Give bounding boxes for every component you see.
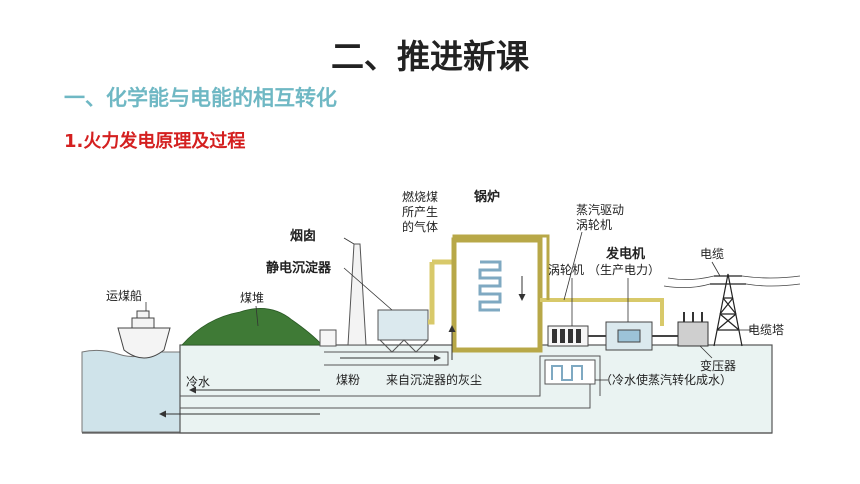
label-steam-1: 蒸汽驱动 (576, 202, 624, 217)
label-precipitator: 静电沉淀器 (266, 260, 332, 276)
boiler-coils (478, 260, 502, 312)
steam-pipe (540, 298, 664, 326)
label-gas-2: 所产生 (402, 205, 438, 219)
condenser (544, 359, 596, 385)
transformer-leader (699, 345, 713, 359)
label-generator-sub: （生产电力） (588, 263, 660, 277)
electrostatic-precipitator (377, 309, 429, 341)
subsection-title: 1.火力发电原理及过程 (64, 131, 246, 152)
precipitator-leader (343, 267, 393, 311)
label-coal-pile: 煤堆 (240, 291, 264, 305)
cable-leader (711, 261, 721, 277)
coal-pile-leader (255, 305, 259, 327)
ground-base (179, 344, 773, 434)
precipitator-hoppers (379, 339, 429, 353)
generator-core (617, 329, 641, 343)
cable-tower (710, 273, 746, 347)
label-cable: 电缆 (700, 247, 724, 261)
turbine (547, 325, 589, 347)
coal-pile (181, 308, 323, 346)
label-ash: 来自沉淀器的灰尘 (386, 372, 482, 387)
label-condense: （冷水使蒸汽转化成水） (600, 372, 732, 387)
slide-title: 二、推进新课 (331, 37, 529, 76)
coal-crusher (319, 329, 337, 347)
coal-ship (117, 310, 171, 359)
flue-gas-duct (428, 262, 435, 325)
label-cable-tower: 电缆塔 (748, 323, 784, 337)
label-gas-1: 燃烧煤 (402, 189, 438, 204)
cold-water-pipe-top (180, 355, 601, 397)
chimney-leader (343, 237, 355, 245)
label-coal-powder: 煤粉 (336, 373, 360, 387)
label-ship: 运煤船 (106, 289, 142, 303)
label-turbine: 涡轮机 (548, 263, 584, 277)
label-cold-water: 冷水 (186, 375, 210, 389)
steam-drive-leader (563, 231, 583, 301)
sea-water (81, 349, 181, 433)
label-chimney: 烟囱 (290, 228, 316, 244)
steam-pipe-top (452, 234, 550, 300)
transformer (677, 312, 709, 347)
label-steam-2: 涡轮机 (576, 218, 612, 232)
label-transformer: 变压器 (700, 358, 736, 373)
label-generator: 发电机 (605, 246, 645, 262)
coal-powder-channel (324, 351, 449, 366)
label-boiler: 锅炉 (474, 189, 500, 205)
cables (663, 275, 801, 288)
chimney (347, 243, 367, 346)
section-title: 一、化学能与电能的相互转化 (64, 86, 337, 110)
label-gas-3: 的气体 (402, 219, 438, 234)
